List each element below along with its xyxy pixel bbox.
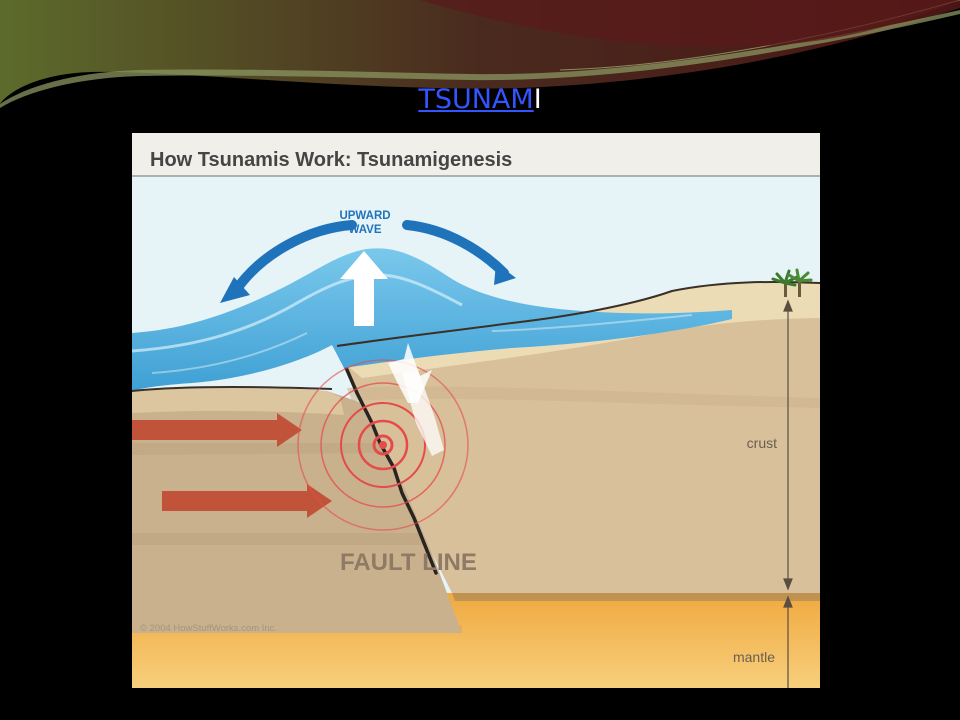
fault-crack [342, 361, 438, 575]
uplift-arrow-icon [388, 343, 444, 456]
mantle-extent-marker [783, 595, 793, 688]
crust-label: crust [747, 435, 777, 451]
crust-extent-marker [783, 299, 793, 591]
diagram-title: How Tsunamis Work: Tsunamigenesis [150, 149, 512, 171]
upward-wave-label-2: WAVE [348, 224, 381, 236]
copyright-text: © 2004 HowStuffWorks.com Inc. [140, 623, 277, 634]
palm-trees-icon [771, 268, 813, 297]
upward-arrow-icon [340, 251, 388, 326]
plate-push-arrow-1 [132, 413, 302, 447]
title-band [132, 133, 820, 176]
epicenter-icon [297, 359, 469, 531]
fault-line-label: FAULT LINE [340, 549, 477, 576]
title-swoosh-decoration [0, 0, 960, 108]
slide-title: TSUNAMI [0, 80, 960, 120]
tsunami-diagram: How Tsunamis Work: Tsunamigenesis UPWARD… [132, 133, 820, 688]
wave-arrow-left [229, 220, 357, 298]
tsunami-title-link[interactable]: TSUNAM [418, 84, 534, 115]
upward-wave-label-1: UPWARD [339, 210, 390, 222]
title-suffix: I [533, 84, 542, 115]
ocean-water [132, 248, 732, 391]
mantle-label: mantle [733, 649, 775, 665]
